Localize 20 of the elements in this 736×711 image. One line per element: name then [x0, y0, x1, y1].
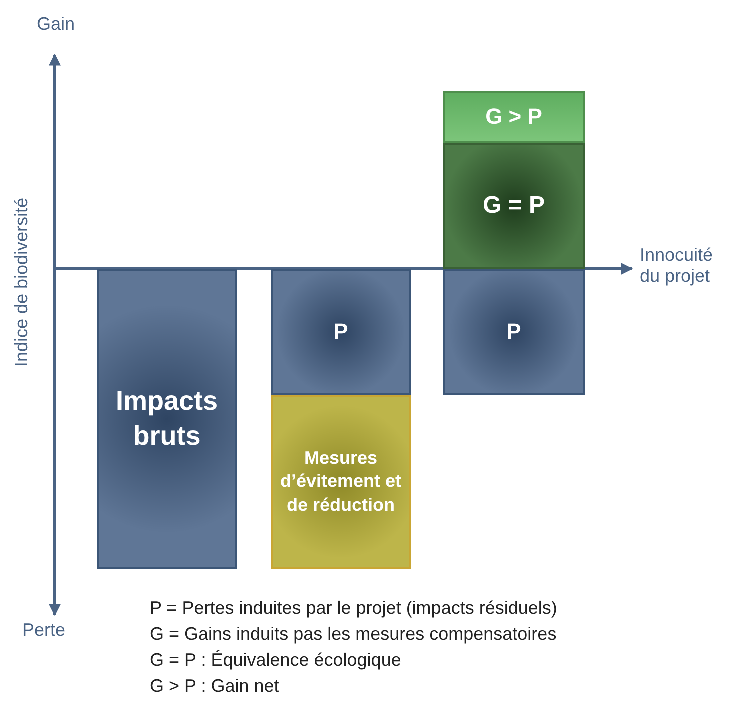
loss-bar: [97, 269, 237, 569]
bar-label: Impacts bruts: [114, 384, 220, 453]
axis-label: Gain: [36, 14, 76, 35]
bar-label: G > P: [486, 102, 542, 131]
loss-bar: [443, 269, 585, 395]
loss-bar: [271, 269, 411, 395]
bar-label: G = P: [482, 191, 546, 222]
legend-note: G = P : Équivalence écologique: [150, 650, 402, 671]
legend-note: G > P : Gain net: [150, 676, 280, 697]
net-gain-bar: [443, 91, 585, 143]
axis-label: Indice de biodiversité: [12, 196, 32, 370]
bar-label: Mesures d’évitement et de réduction: [279, 446, 403, 517]
bar-label: P: [334, 318, 348, 346]
mitigation-bar: [271, 395, 411, 569]
axis-label: Perte: [21, 620, 67, 641]
legend-note: G = Gains induits pas les mesures compensatoires: [150, 624, 557, 645]
bar-label: P: [506, 318, 522, 346]
legend-note: P = Pertes induites par le projet (impacts résiduels): [150, 598, 558, 619]
gain-bar: [443, 143, 585, 269]
axis-label: Innocuité du projet: [640, 245, 714, 287]
